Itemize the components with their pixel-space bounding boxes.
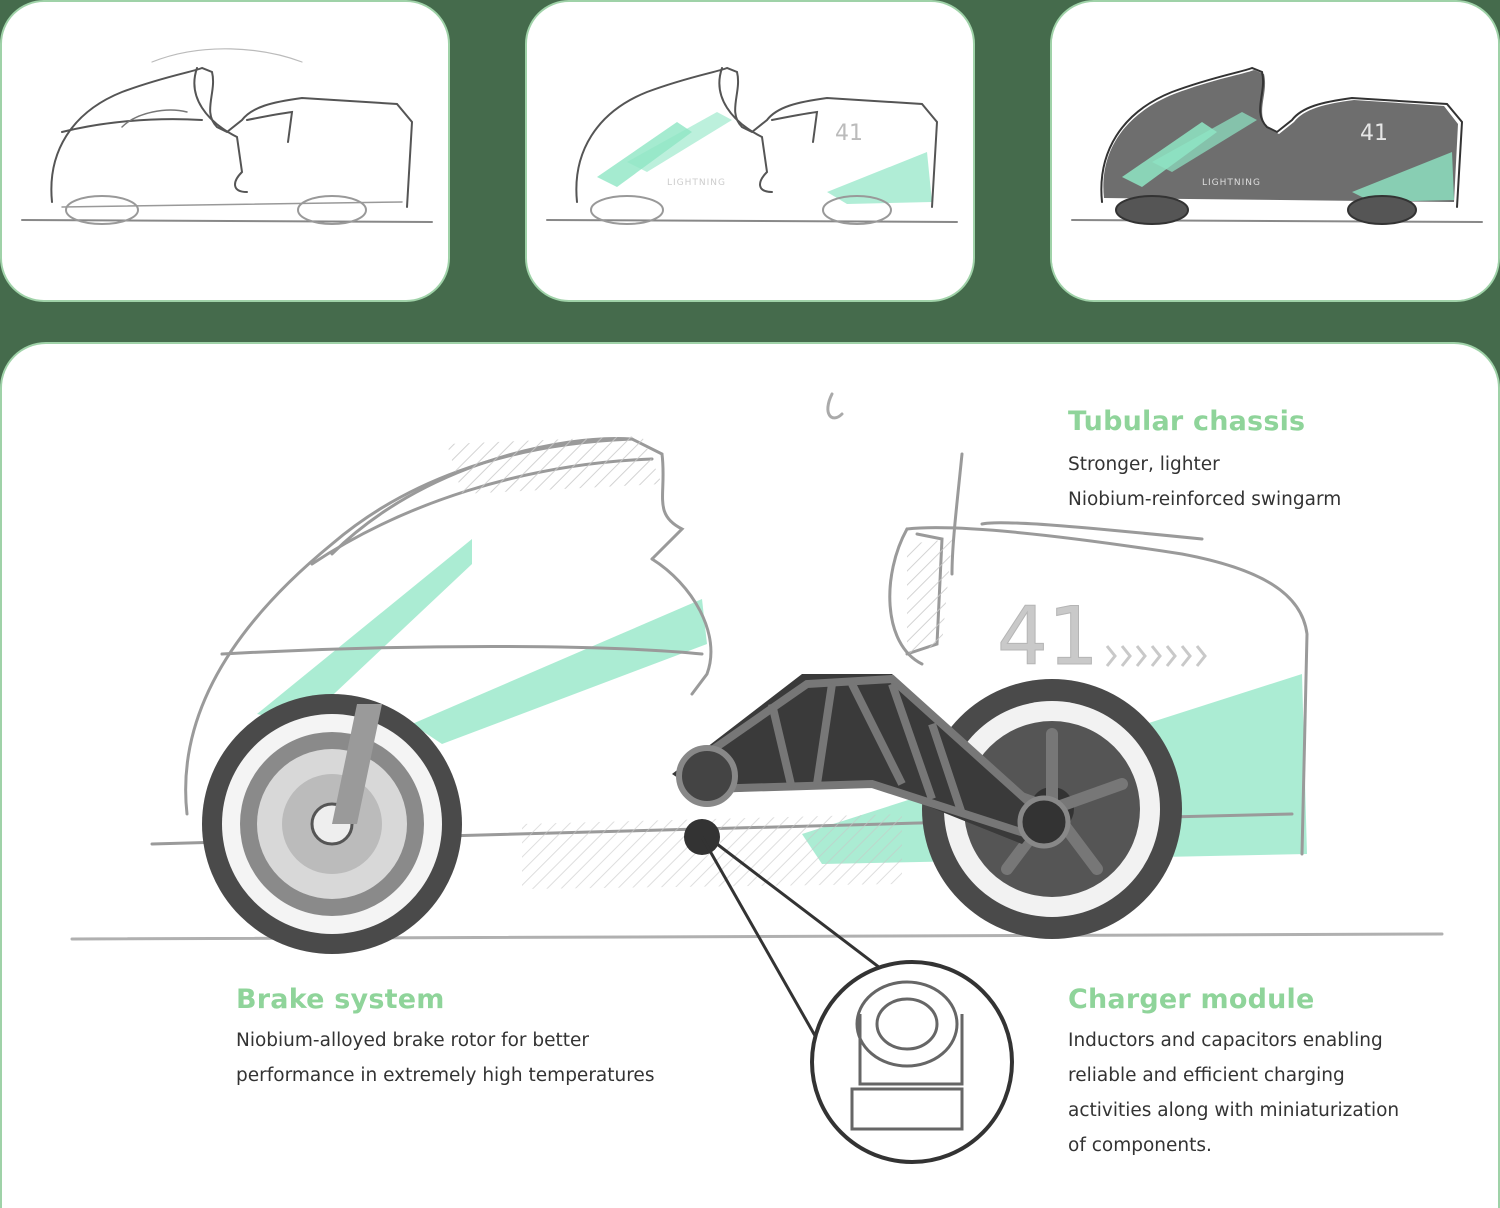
chevrons [1105,645,1207,667]
motorcycle-sketch-small [21,48,433,225]
callout-text: Stronger, lighter Niobium-reinforced swi… [1068,454,1342,510]
callout-title: Brake system [236,984,445,1015]
motorcycle-sketch-small: 41 LIGHTNING [1071,66,1483,225]
brand-wordmark: LIGHTNING [667,178,726,188]
race-number: 41 [835,121,863,146]
motorcycle-sketch-small: 41 LIGHTNING [546,66,958,225]
callout-charger-module: Charger module Inductors and capacitors … [1068,984,1468,1163]
race-number: 41 [1360,121,1388,146]
motorcycle-sketch-large: 41 [70,392,1444,1164]
charger-module-detail [810,960,1014,1164]
livery-stripe [412,599,707,744]
tubular-chassis [672,674,1071,849]
callout-text: Niobium-alloyed brake rotor for better p… [236,1030,655,1086]
charger-pointer [684,819,1014,1164]
front-fork [332,704,382,824]
main-diagram-card: 41 [0,342,1500,1208]
callout-tubular-chassis: Tubular chassis Stronger, lighter Niobiu… [1068,406,1468,517]
front-wheel [202,694,462,954]
callout-brake-system: Brake system Niobium-alloyed brake rotor… [236,984,706,1093]
race-number: 41 [997,590,1099,683]
thumbnail-sketch-rendered[interactable]: 41 LIGHTNING [1050,0,1500,302]
brand-wordmark: LIGHTNING [1202,178,1261,188]
callout-title: Tubular chassis [1068,406,1306,437]
thumbnail-sketch-pencil[interactable] [0,0,450,302]
callout-title: Charger module [1068,984,1315,1015]
livery-stripe [257,539,472,724]
callout-text: Inductors and capacitors enabling reliab… [1068,1030,1400,1156]
thumbnail-sketch-livery[interactable]: 41 LIGHTNING [525,0,975,302]
